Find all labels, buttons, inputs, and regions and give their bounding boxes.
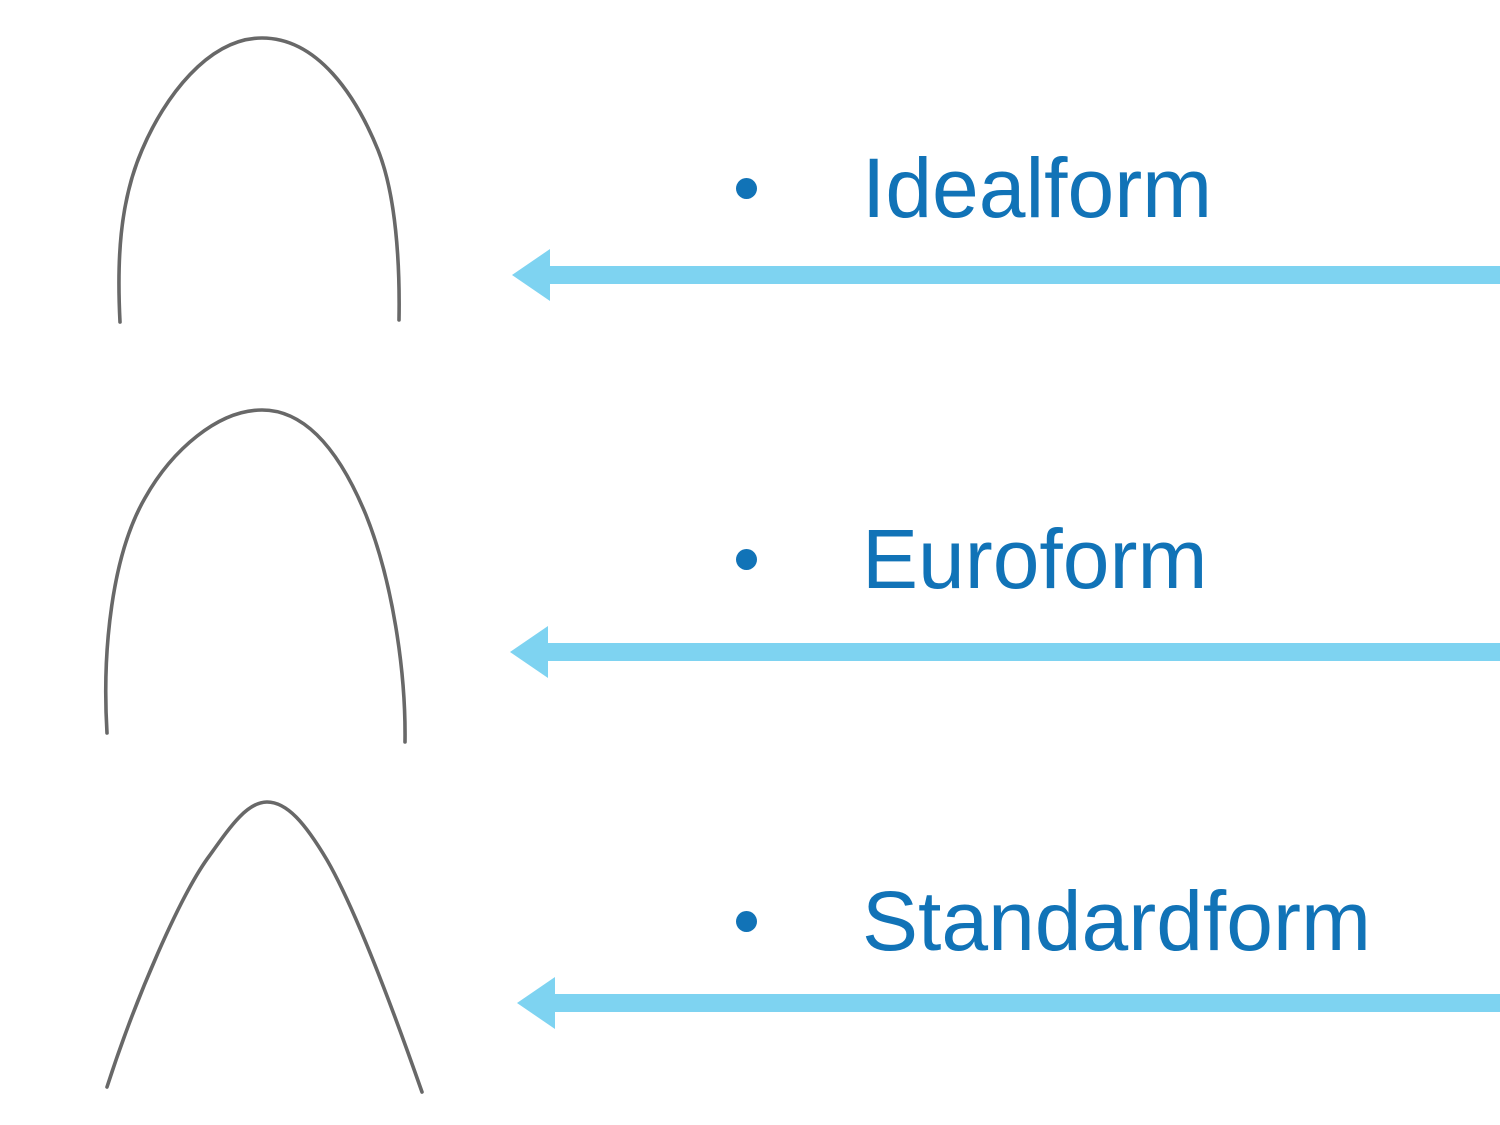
arrow-shaft: [548, 643, 1500, 661]
idealform-archwire-icon: [117, 36, 401, 324]
arrow-shaft: [550, 266, 1500, 284]
standardform-archwire-icon: [105, 800, 424, 1094]
label-standardform: Standardform: [862, 874, 1371, 968]
bullet-icon: [736, 910, 757, 932]
left-arrow-idealform: [512, 249, 1500, 301]
arrow-shaft: [555, 994, 1500, 1012]
euroform-archwire-icon: [104, 408, 407, 744]
left-arrowhead-icon: [512, 249, 550, 301]
bullet-icon: [736, 548, 757, 570]
label-row-euroform: Euroform: [736, 499, 1207, 619]
bullet-icon: [736, 177, 757, 199]
left-arrow-euroform: [510, 626, 1500, 678]
left-arrowhead-icon: [510, 626, 548, 678]
left-arrowhead-icon: [517, 977, 555, 1029]
label-row-standardform: Standardform: [736, 861, 1371, 981]
label-euroform: Euroform: [862, 512, 1208, 606]
left-arrow-standardform: [517, 977, 1500, 1029]
label-row-idealform: Idealform: [736, 128, 1212, 248]
label-idealform: Idealform: [862, 141, 1213, 235]
